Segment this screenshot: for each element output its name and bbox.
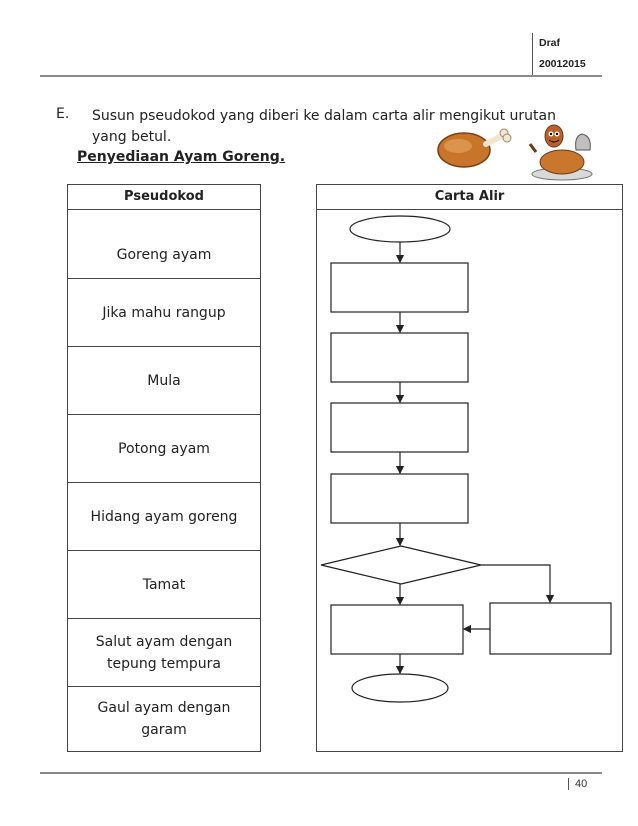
process-box-side[interactable] — [490, 603, 611, 654]
process-box[interactable] — [331, 403, 468, 452]
footer-rule — [40, 772, 602, 774]
flow-arrow — [481, 565, 550, 602]
start-terminal[interactable] — [350, 216, 450, 242]
process-box[interactable] — [331, 605, 463, 654]
process-box[interactable] — [331, 474, 468, 523]
decision-diamond[interactable] — [321, 546, 481, 584]
page-number: 40 — [568, 778, 587, 790]
end-terminal[interactable] — [352, 674, 448, 702]
process-box[interactable] — [331, 263, 468, 312]
process-box[interactable] — [331, 333, 468, 382]
